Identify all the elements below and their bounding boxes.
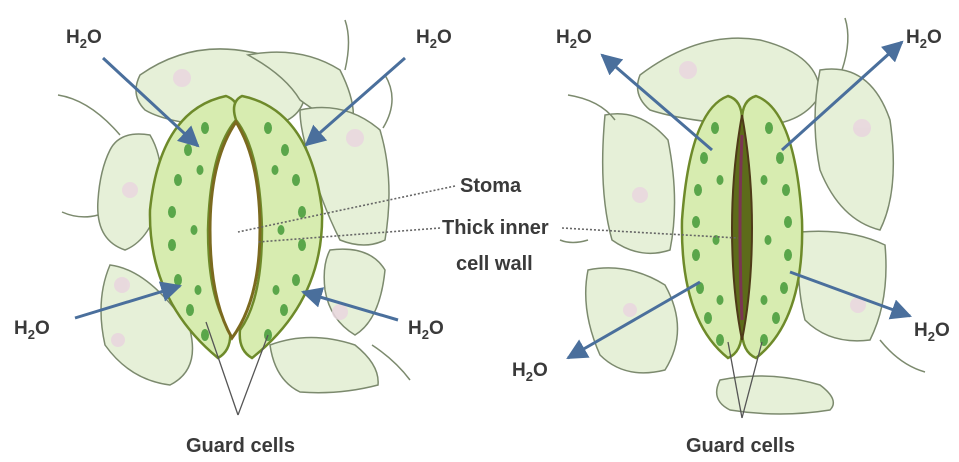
open-stoma-diagram <box>58 20 410 415</box>
epidermal-cell <box>324 249 385 335</box>
epidermal-cell <box>270 338 378 393</box>
epidermal-cell <box>815 69 893 230</box>
h2o-label-right-top-right: H2O <box>906 27 942 51</box>
thick-inner-wall-label-line1: Thick inner <box>442 217 549 239</box>
h2o-label-left-bottom-left: H2O <box>14 318 50 342</box>
epidermal-cell <box>717 376 834 414</box>
thick-inner-wall-label-line2: cell wall <box>456 253 533 275</box>
guard-cells-label-right: Guard cells <box>686 435 795 457</box>
h2o-label-right-bottom-left: H2O <box>512 360 548 384</box>
epidermal-cell <box>798 231 886 341</box>
h2o-label-left-top-left: H2O <box>66 27 102 51</box>
h2o-label-right-bottom-right: H2O <box>914 320 950 344</box>
h2o-label-left-top-right: H2O <box>416 27 452 51</box>
h2o-label-right-top-left: H2O <box>556 27 592 51</box>
guard-cells-label-left: Guard cells <box>186 435 295 457</box>
h2o-label-left-bottom-right: H2O <box>408 318 444 342</box>
closed-stoma-diagram <box>560 18 925 418</box>
stoma-label: Stoma <box>460 175 522 197</box>
